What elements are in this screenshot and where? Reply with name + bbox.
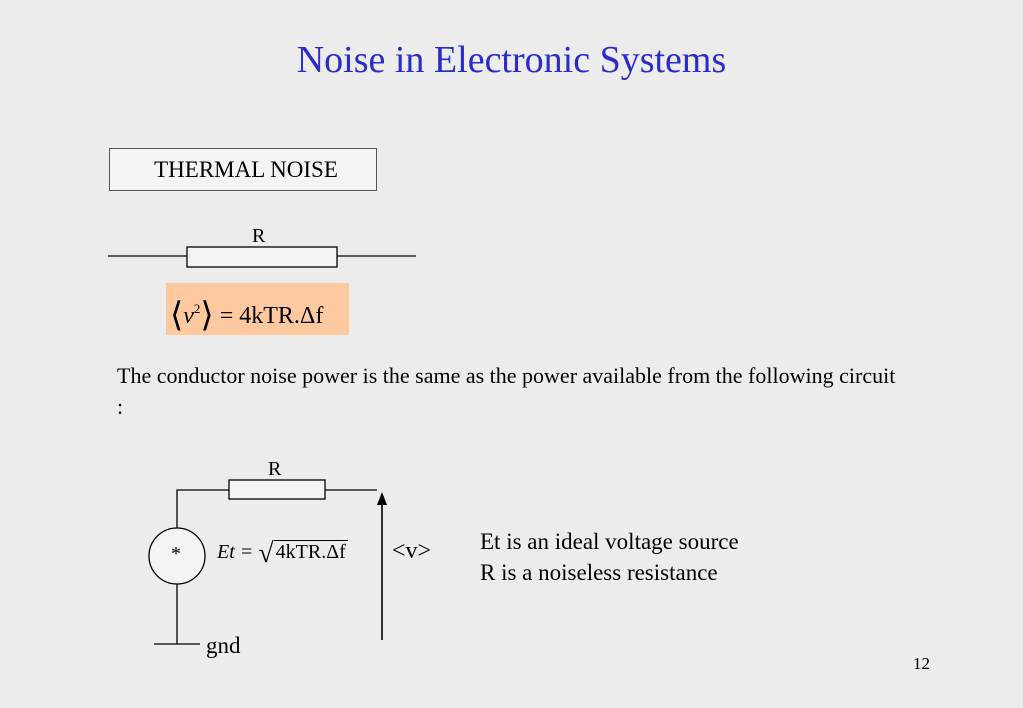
radical-sign: √ xyxy=(258,538,274,569)
right-angle-bracket: ⟩ xyxy=(200,297,214,334)
body-text: The conductor noise power is the same as… xyxy=(117,363,896,419)
formula1-exponent: 2 xyxy=(193,301,201,316)
formula1-variable: v xyxy=(183,303,194,329)
wire-source-to-resistor xyxy=(176,489,229,530)
page-number: 12 xyxy=(913,654,930,673)
voltage-arrow-head xyxy=(377,492,387,505)
source-voltage-formula: Et = √4kTR.Δf xyxy=(217,538,348,570)
slide-title: Noise in Electronic Systems xyxy=(296,39,727,81)
resistor-top xyxy=(186,246,338,268)
thermal-noise-formula: ⟨v2⟩ = 4kTR.Δf xyxy=(166,283,349,335)
note-line-1: Et is an ideal voltage source xyxy=(480,529,739,554)
formula2-lhs: Et = xyxy=(217,541,254,563)
note-line-2: R is a noiseless resistance xyxy=(480,560,718,585)
ground-label: gnd xyxy=(206,633,241,658)
left-angle-bracket: ⟨ xyxy=(170,297,184,334)
section-label: THERMAL NOISE xyxy=(154,157,338,182)
section-label-box: THERMAL NOISE xyxy=(109,148,377,191)
resistor-bottom xyxy=(228,479,326,500)
source-symbol: * xyxy=(171,543,181,565)
output-voltage-label: <v> xyxy=(392,538,432,564)
resistor-bottom-label: R xyxy=(268,458,282,480)
formula2-radicand: 4kTR.Δf xyxy=(273,540,348,563)
formula1-rhs: = 4kTR.Δf xyxy=(219,303,324,329)
resistor-top-label: R xyxy=(252,225,266,247)
